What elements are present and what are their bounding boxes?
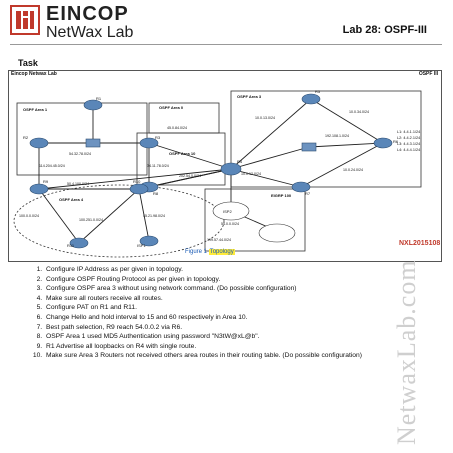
task-item: Configure OSPF area 3 without using netw… <box>44 284 424 294</box>
router-label: R10 <box>133 179 141 184</box>
router-icon <box>69 237 89 249</box>
area-box <box>230 90 422 188</box>
diagram-corner-label: OSPF III <box>418 71 438 77</box>
router-icon <box>29 183 49 195</box>
router-label: R3 <box>155 135 161 140</box>
link <box>300 142 384 188</box>
router-icon <box>139 235 159 247</box>
loopback-labels: L1: 4.4.1.1/24 L2: 4.4.2.1/24 L3: 4.4.3.… <box>397 130 420 152</box>
router-icon <box>139 137 159 149</box>
router-icon <box>220 162 242 176</box>
brand-name: EINCOP <box>46 3 129 25</box>
subnet-label: 54.32.78.0/24 <box>69 152 91 156</box>
figure-word: Topology <box>208 249 235 255</box>
link <box>230 146 310 170</box>
lab-title: Lab 28: OSPF-III <box>342 24 427 36</box>
task-item: Configure IP Address as per given in top… <box>44 265 424 275</box>
task-list: Configure IP Address as per given in top… <box>30 265 424 361</box>
subnet-label: 199.57.44.0/24 <box>207 238 231 242</box>
router-label: R8 <box>153 191 159 196</box>
task-item: Configure OSPF Routing Protocol as per g… <box>44 275 424 285</box>
task-item: Make sure all routers receive all routes… <box>44 294 424 304</box>
subnet-label: 10.0.24.0/24 <box>343 168 363 172</box>
router-label: R2 <box>23 135 29 140</box>
router-label: R1 <box>96 96 102 101</box>
figure-label: Figure 1 <box>185 249 208 255</box>
link <box>78 188 140 244</box>
topology-svg: OSPF Area 1 OSPF Area 0 OSPF Area 3 OSPF… <box>13 89 422 258</box>
loopback-label: L3: 4.4.3.1/24 <box>397 142 420 146</box>
router-label: R11 <box>67 243 75 248</box>
link <box>230 168 302 188</box>
watermark: NetwaxLab.com <box>392 259 421 445</box>
subnet-label: 34.11.78.0/24 <box>147 164 169 168</box>
link <box>308 142 384 148</box>
subnet-label: 50.4.100.0/24 <box>67 182 89 186</box>
subnet-label: 114.204.45.0/24 <box>39 164 65 168</box>
subnet-label: 202.54.0.0/24 <box>179 174 201 178</box>
router-label: R7 <box>305 191 311 196</box>
cloud-icon <box>212 201 250 221</box>
router-labels: R1 R2 R3 R4 R5 R6 R7 R8 R9 R10 R11 ISP1 … <box>23 89 399 248</box>
brand-subtitle: NetWax Lab <box>46 24 134 41</box>
section-title: Task <box>18 58 38 68</box>
subnet-label: 10.0.13.0/24 <box>255 116 275 120</box>
subnet-label: 45.0.84.0/24 <box>167 126 187 130</box>
routers <box>29 93 393 249</box>
subnet-label: 100.0.0.0/24 <box>19 214 39 218</box>
link <box>138 188 150 242</box>
link <box>148 142 232 170</box>
loopback-label: L1: 4.4.1.1/24 <box>397 130 420 134</box>
router-label: R9 <box>43 179 49 184</box>
router-icon <box>29 137 49 149</box>
task-item: Change Hello and hold interval to 15 and… <box>44 313 424 323</box>
eincop-logo-icon <box>10 5 40 35</box>
subnet-label: 45.21.98.0/24 <box>143 214 165 218</box>
cloud-icon <box>258 223 296 243</box>
subnet-label: 192.108.1.0/24 <box>325 134 349 138</box>
router-label: R5 <box>315 89 321 94</box>
area-label: OSPF Area 1 <box>23 107 48 112</box>
link <box>310 98 384 144</box>
task-item: Make sure Area 3 Routers not received ot… <box>44 351 424 361</box>
router-icon <box>301 93 321 105</box>
router-label: ISP2 <box>223 209 232 214</box>
diagram-stamp: NXL2015108 <box>399 240 441 247</box>
area-box <box>204 188 306 252</box>
router-label: ISP1 <box>137 243 146 248</box>
area-label: OSPF Area 4 <box>59 197 84 202</box>
link <box>38 188 80 244</box>
task-item: Best path selection, R9 reach 54.0.0.2 v… <box>44 323 424 333</box>
task-item: Configure PAT on R1 and R11. <box>44 303 424 313</box>
switch-icon <box>85 138 101 148</box>
router-icon <box>291 181 311 193</box>
router-label: R6 <box>393 139 399 144</box>
task-item: OSPF Area 1 used MD5 Authentication usin… <box>44 332 424 342</box>
subnet-label: 10.0.12.0/24 <box>241 172 261 176</box>
subnet-label: 100.251.0.0/24 <box>79 218 103 222</box>
subnet-label: 54.0.0.0/24 <box>221 222 239 226</box>
topology-diagram: Eincop Netwax Lab OSPF III OSPF Area 1 O… <box>8 70 442 262</box>
area-box <box>136 132 226 186</box>
router-icon <box>83 99 103 111</box>
link <box>38 168 232 190</box>
task-item: R1 Advertise all loopbacks on R4 with si… <box>44 342 424 352</box>
router-icon <box>129 183 149 195</box>
router-icon <box>373 137 393 149</box>
area-label: EIGRP 100 <box>271 193 292 198</box>
subnet-labels: 54.32.78.0/24 114.204.45.0/24 45.0.84.0/… <box>19 110 369 242</box>
router-label: R4 <box>237 159 243 164</box>
subnet-label: 10.0.34.0/24 <box>349 110 369 114</box>
area-label: OSPF Area 0 <box>159 105 184 110</box>
header-divider <box>10 44 442 45</box>
loopback-label: L4: 4.4.4.1/24 <box>397 148 420 152</box>
area-label: OSPF Area 3 <box>237 94 262 99</box>
link <box>230 98 312 170</box>
figure-caption: Figure 1 Topology <box>185 249 235 255</box>
page-header: EINCOP NetWax Lab Lab 28: OSPF-III <box>0 0 453 46</box>
switch-icon <box>301 142 317 152</box>
diagram-title: Eincop Netwax Lab <box>11 71 57 77</box>
loopback-label: L2: 4.4.2.1/24 <box>397 136 420 140</box>
area-box <box>13 184 225 258</box>
